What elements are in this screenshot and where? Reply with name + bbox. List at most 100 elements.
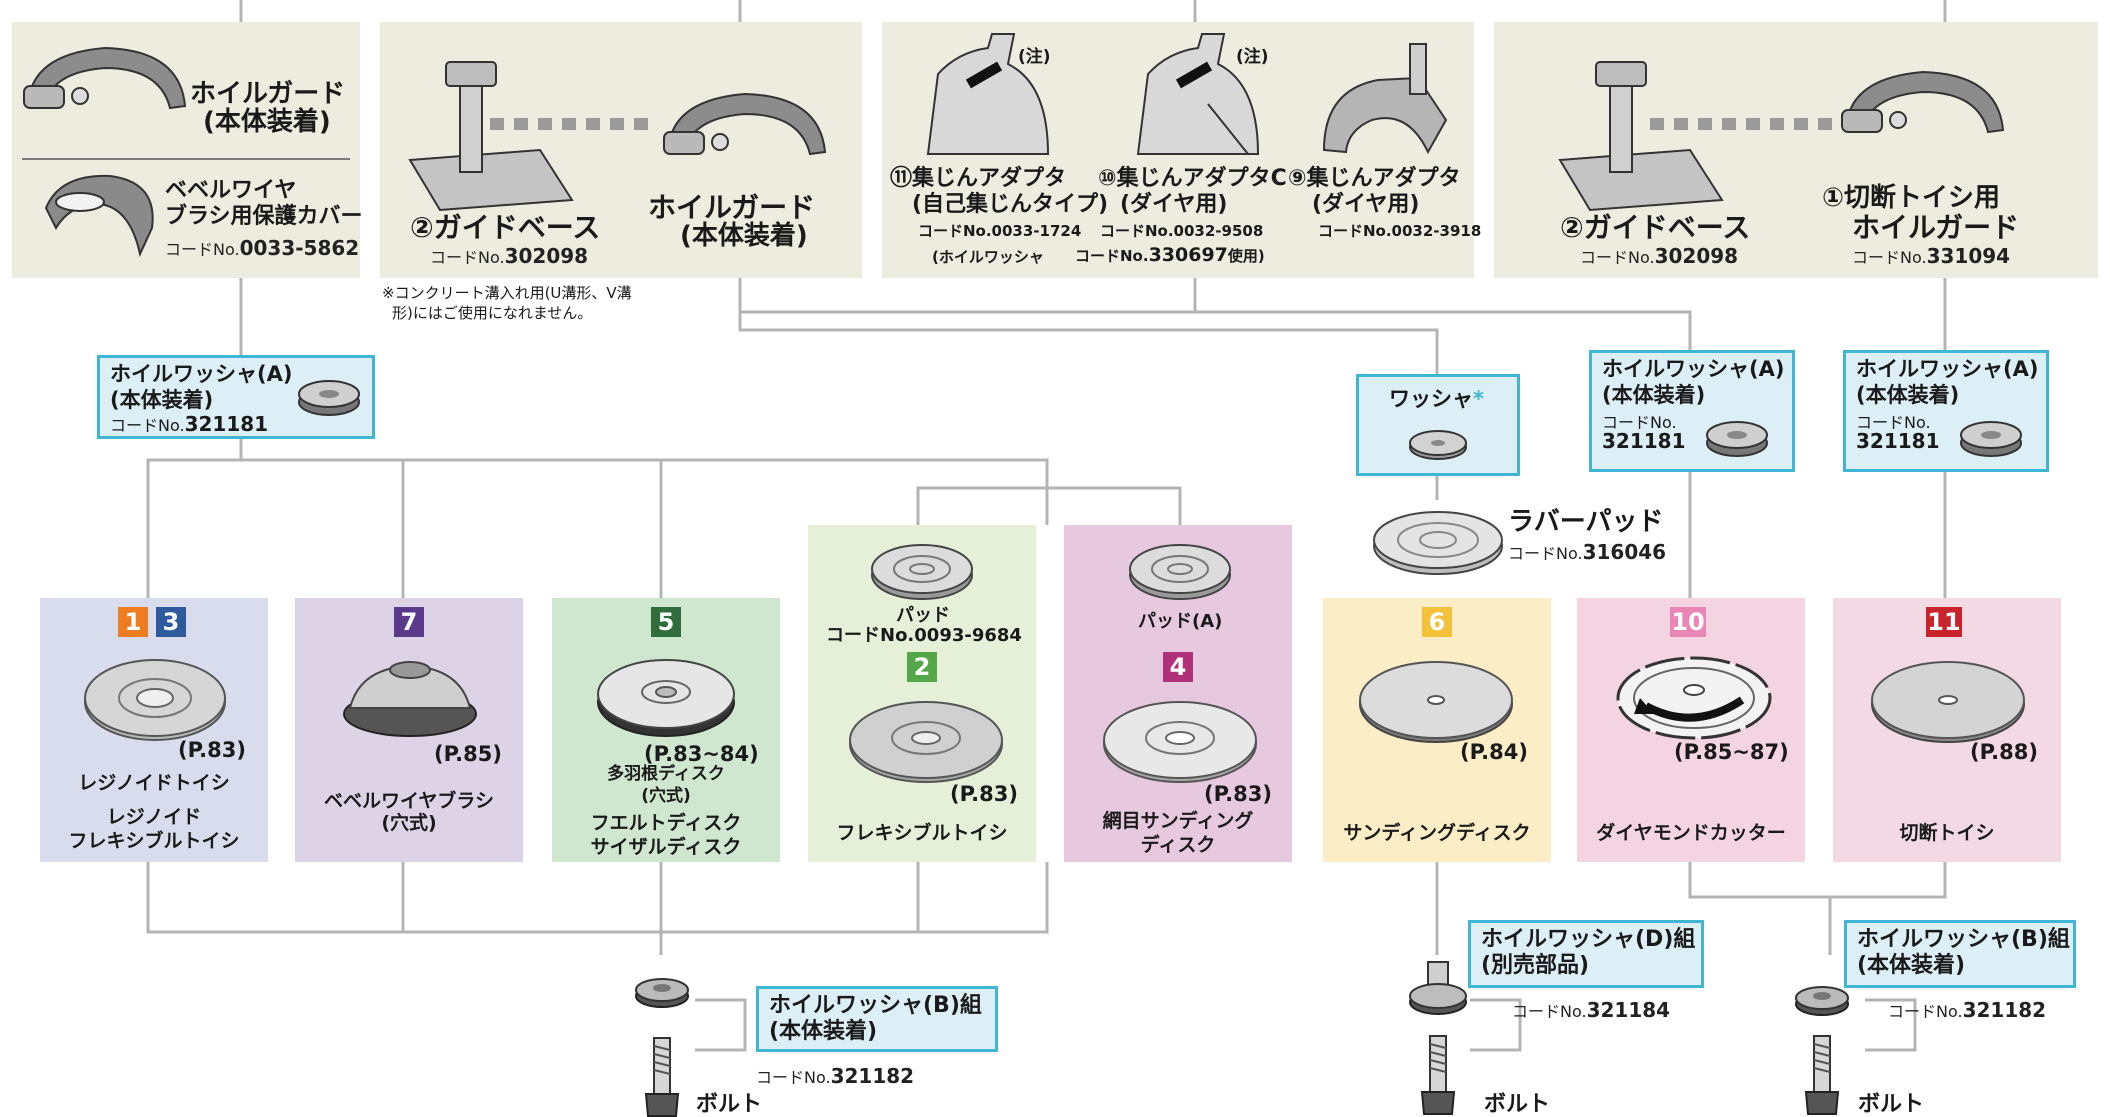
wheel-washer-d-sub: (別売部品) (1481, 953, 1590, 978)
wheel-washer-b-sub: (本体装着) (1857, 953, 1966, 978)
wheel-washer-b-title: ホイルワッシャ(B)組 (769, 993, 982, 1018)
page-ref: (P.83) (950, 782, 1018, 806)
badge-7: 7 (394, 607, 424, 637)
wheel-washer-a-code: 321181 (1856, 429, 1940, 453)
guide-base-label: ②ガイドベース (1560, 211, 1751, 244)
guide-base-note-2: 形)にはご使用になれません。 (392, 304, 593, 322)
washer-b-icon (1795, 986, 1849, 1016)
cutoff-wheel-icon (1871, 661, 2025, 743)
wheel-washer-a-code-prefix: コードNo. (1856, 413, 1931, 432)
wheel-guard-label: ホイルガード (648, 191, 816, 224)
wheel-washer-a-code-prefix: コードNo. (1602, 413, 1677, 432)
card-name: 網目サンディング (1102, 810, 1254, 832)
dust-adapter-c-icon (1136, 33, 1260, 155)
wheel-washer-a-title: ホイルワッシャ(A) (110, 362, 293, 386)
dust-adapter-self-note: (ホイルワッシャ (932, 248, 1044, 266)
wheel-washer-a-box: ホイルワッシャ(A) (本体装着) コードNo. 321181 (1843, 350, 2049, 472)
cutoff-guard-label-2: ホイルガード (1852, 211, 2020, 244)
cutoff-guard-label-1: ①切断トイシ用 (1822, 183, 2001, 213)
card-name: レジノイド (106, 806, 202, 828)
wheel-washer-a-sub: (本体装着) (1602, 383, 1706, 407)
washer-icon (1409, 430, 1467, 460)
sanding-disc-icon (1359, 661, 1513, 743)
card-name: (穴式) (381, 812, 437, 834)
card-name: サイザルディスク (590, 836, 742, 858)
badge-1: 1 (118, 607, 148, 637)
card-name: レジノイドトイシ (78, 772, 230, 794)
wheel-washer-b-box: ホイルワッシャ(B)組 (本体装着) (1844, 920, 2076, 988)
dust-adapter-diamond-label: ⑨集じんアダプタ (1288, 166, 1461, 191)
panel-guide-base-2 (1494, 22, 2098, 278)
pad-label: パッド (896, 605, 950, 626)
dust-adapter-diamond-icon (1322, 43, 1448, 155)
badge-5: 5 (651, 607, 681, 637)
wheel-washer-a-title: ホイルワッシャ(A) (1856, 357, 2039, 381)
wheel-washer-a-sub: (本体装着) (110, 388, 214, 412)
wheel-washer-b-code: コードNo.321182 (756, 1064, 915, 1088)
card-name: ベベルワイヤブラシ (323, 790, 495, 812)
badge-2: 2 (907, 652, 937, 682)
page-ref: (P.83) (178, 738, 246, 762)
note-mark: (注) (1018, 47, 1051, 67)
washer-title: ワッシャ* (1389, 387, 1484, 411)
wheel-guard-sub: (本体装着) (203, 107, 331, 137)
wheel-washer-a-code: 321181 (1602, 429, 1686, 453)
wheel-washer-b-sub: (本体装着) (769, 1019, 878, 1044)
wheel-guard-icon (23, 46, 187, 110)
badge-3: 3 (156, 607, 186, 637)
badge-4: 4 (1163, 652, 1193, 682)
dust-adapter-self-code: コードNo.0033-1724 (918, 222, 1082, 240)
bevel-wire-brush-icon (343, 661, 477, 737)
wheel-washer-b-code: コードNo.321182 (1888, 998, 2047, 1022)
page-ref: (P.84) (1460, 740, 1528, 764)
card-name: フエルトディスク (590, 812, 742, 834)
wheel-washer-a-sub: (本体装着) (1856, 383, 1960, 407)
dotted-link-icon (490, 118, 648, 130)
dust-adapter-c-note: コードNo.330697使用) (1075, 244, 1265, 266)
badge-11: 11 (1926, 607, 1962, 637)
badge-10: 10 (1670, 607, 1706, 637)
badge-6: 6 (1422, 607, 1452, 637)
washer-d-icon (1409, 961, 1467, 1015)
wheel-washer-a-title: ホイルワッシャ(A) (1602, 357, 1785, 381)
card-name: 切断トイシ (1899, 822, 1995, 844)
wheel-washer-d-box: ホイルワッシャ(D)組 (別売部品) (1468, 920, 1704, 988)
flexible-disc-icon (849, 701, 1003, 783)
pad-a-icon (1129, 544, 1231, 600)
washer-icon (1960, 421, 2022, 457)
guide-base-icon (1558, 61, 1724, 212)
dust-adapter-self-icon (926, 33, 1050, 155)
guide-base-note-1: ※コンクリート溝入れ用(U溝形、V溝 (382, 284, 632, 302)
wheel-washer-b-box: ホイルワッシャ(B)組 (本体装着) (756, 986, 998, 1052)
dust-adapter-self-sub: (自己集じんタイプ) (912, 192, 1109, 217)
bolt-icon (644, 1037, 680, 1117)
washer-icon (298, 380, 360, 416)
guide-base-icon (408, 61, 574, 212)
page-ref: (P.83~84) (644, 742, 759, 766)
washer-icon (1706, 421, 1768, 457)
flap-disc-icon (597, 659, 735, 737)
washer-b-icon (635, 978, 689, 1008)
page-ref: (P.83) (1204, 782, 1272, 806)
resinoid-disc-icon (84, 659, 226, 741)
wire-brush-cover-icon (44, 174, 154, 258)
card-name: フレキシブルトイシ (836, 822, 1008, 844)
rubber-pad-label: ラバーパッド (1508, 507, 1664, 537)
wheel-guard-icon (663, 92, 827, 156)
card-name: (穴式) (641, 786, 691, 806)
wire-brush-cover-label-1: ベベルワイヤ (165, 178, 297, 203)
guide-base-label: ②ガイドベース (410, 211, 601, 244)
wheel-guard-sub: (本体装着) (680, 221, 808, 251)
page-ref: (P.85) (434, 742, 502, 766)
dust-adapter-self-label: ⑪集じんアダプタ (890, 166, 1067, 191)
card-name: 多羽根ディスク (607, 764, 725, 784)
note-mark: (注) (1236, 47, 1269, 67)
rubber-pad-code: コードNo.316046 (1508, 540, 1667, 564)
guide-base-code: コードNo.302098 (1580, 244, 1739, 268)
card-name: フレキシブルトイシ (68, 830, 240, 852)
bolt-label: ボルト (696, 1092, 763, 1117)
dust-adapter-diamond-code: コードNo.0032-3918 (1318, 222, 1482, 240)
dust-adapter-c-code: コードNo.0032-9508 (1100, 222, 1264, 240)
pad-code: コードNo.0093-9684 (826, 625, 1022, 646)
